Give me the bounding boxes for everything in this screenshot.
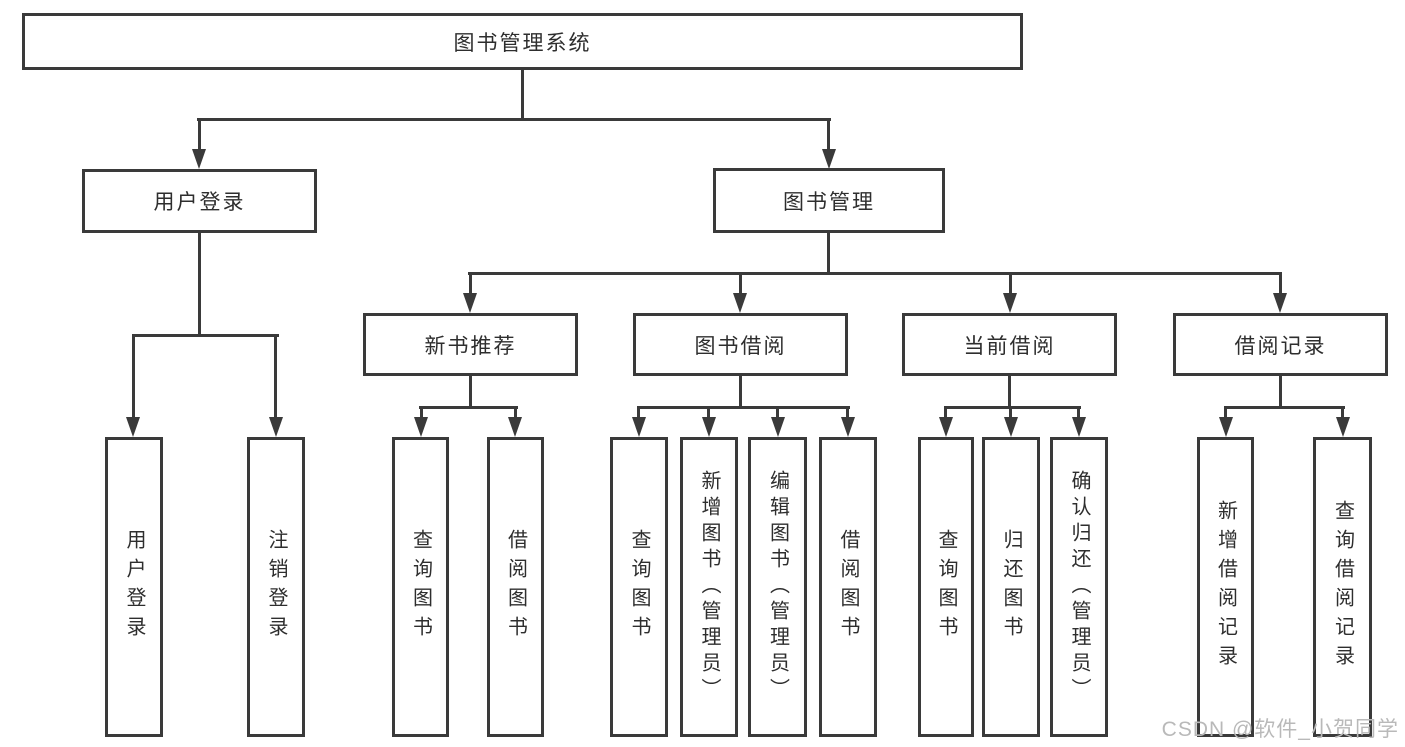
node-new-book-recommend-label: 新书推荐: [424, 334, 517, 358]
leaf-borrow-book-2-label: 借阅图书: [837, 529, 859, 645]
node-borrow-records-label: 借阅记录: [1234, 334, 1327, 358]
leaf-add-book-admin-label: 新增图书（管理员）: [698, 470, 720, 704]
arrowhead-borrow-book-2: [841, 417, 855, 437]
leaf-user-login-label: 用户登录: [123, 529, 145, 645]
connector-current-bar: [944, 406, 1081, 409]
arrowhead-query-book-1: [414, 417, 428, 437]
arrowhead-book-management: [822, 149, 836, 169]
node-borrow-records: 借阅记录: [1173, 313, 1388, 376]
leaf-borrow-book-2: 借阅图书: [819, 437, 877, 737]
arrowhead-borrow-records: [1273, 293, 1287, 313]
arrowhead-return-book: [1004, 417, 1018, 437]
leaf-confirm-return-admin: 确认归还（管理员）: [1050, 437, 1108, 737]
arrowhead-query-record: [1336, 417, 1350, 437]
connector-records-bar: [1224, 406, 1345, 409]
connector-borrow-drop-3: [776, 409, 779, 419]
leaf-borrow-book-1: 借阅图书: [487, 437, 544, 737]
leaf-query-book-3-label: 查询图书: [935, 529, 957, 645]
arrowhead-query-book-3: [939, 417, 953, 437]
leaf-add-book-admin: 新增图书（管理员）: [680, 437, 738, 737]
connector-mgmt-stem: [827, 233, 830, 274]
csdn-watermark: CSDN @软件_小贺同学: [1161, 718, 1399, 741]
connector-records-drop-1: [1224, 409, 1227, 419]
arrowhead-edit-book: [771, 417, 785, 437]
leaf-query-borrow-record: 查询借阅记录: [1313, 437, 1372, 737]
leaf-query-book-2-label: 查询图书: [628, 529, 650, 645]
connector-root-stem: [521, 70, 524, 120]
connector-records-stem: [1279, 376, 1282, 408]
connector-current-stem: [1008, 376, 1011, 408]
connector-borrow-bar: [637, 406, 850, 409]
connector-borrow-drop-2: [707, 409, 710, 419]
arrowhead-borrow-book-1: [508, 417, 522, 437]
leaf-add-borrow-record-label: 新增借阅记录: [1214, 500, 1237, 674]
connector-root-bar: [197, 118, 831, 121]
node-current-borrow: 当前借阅: [902, 313, 1117, 376]
connector-user-bar: [132, 334, 279, 337]
node-user-login-label: 用户登录: [153, 191, 246, 214]
node-book-borrow: 图书借阅: [633, 313, 848, 376]
node-new-book-recommend: 新书推荐: [363, 313, 578, 376]
connector-root-drop-left: [198, 120, 201, 150]
node-book-management: 图书管理: [713, 168, 945, 233]
connector-mgmt-bar: [468, 272, 1282, 275]
arrowhead-user-login: [192, 149, 206, 169]
arrowhead-add-book: [702, 417, 716, 437]
connector-mgmt-drop-2: [739, 275, 742, 295]
connector-user-drop-1: [132, 337, 135, 418]
arrowhead-new-book: [463, 293, 477, 313]
connector-mgmt-drop-3: [1009, 275, 1012, 295]
connector-current-drop-3: [1077, 409, 1080, 419]
connector-mgmt-drop-1: [469, 275, 472, 295]
leaf-borrow-book-1-label: 借阅图书: [504, 529, 527, 645]
connector-newbook-drop-2: [514, 409, 517, 419]
connector-mgmt-drop-4: [1279, 275, 1282, 295]
leaf-add-borrow-record: 新增借阅记录: [1197, 437, 1254, 737]
connector-user-drop-2: [274, 337, 277, 418]
connector-borrow-stem: [739, 376, 742, 408]
leaf-query-book-1-label: 查询图书: [409, 529, 432, 645]
arrowhead-leaf-logout: [269, 417, 283, 437]
arrowhead-book-borrow: [733, 293, 747, 313]
connector-root-drop-right: [827, 120, 830, 150]
leaf-query-book-3: 查询图书: [918, 437, 974, 737]
leaf-return-book-label: 归还图书: [1000, 529, 1022, 645]
connector-current-drop-1: [944, 409, 947, 419]
node-root: 图书管理系统: [22, 13, 1023, 70]
leaf-user-login: 用户登录: [105, 437, 163, 737]
node-root-label: 图书管理系统: [453, 31, 592, 55]
leaf-logout: 注销登录: [247, 437, 305, 737]
node-book-borrow-label: 图书借阅: [694, 334, 787, 358]
connector-records-drop-2: [1341, 409, 1344, 419]
leaf-edit-book-admin: 编辑图书（管理员）: [748, 437, 807, 737]
connector-current-drop-2: [1009, 409, 1012, 419]
connector-newbook-stem: [469, 376, 472, 408]
leaf-return-book: 归还图书: [982, 437, 1040, 737]
leaf-confirm-return-admin-label: 确认归还（管理员）: [1068, 470, 1090, 704]
leaf-logout-label: 注销登录: [265, 529, 287, 645]
leaf-query-borrow-record-label: 查询借阅记录: [1331, 500, 1354, 674]
connector-borrow-drop-1: [637, 409, 640, 419]
leaf-query-book-1: 查询图书: [392, 437, 449, 737]
connector-borrow-drop-4: [846, 409, 849, 419]
node-book-management-label: 图书管理: [783, 190, 875, 214]
node-current-borrow-label: 当前借阅: [963, 334, 1056, 358]
node-user-login: 用户登录: [82, 169, 317, 233]
leaf-query-book-2: 查询图书: [610, 437, 668, 737]
connector-newbook-bar: [419, 406, 518, 409]
leaf-edit-book-admin-label: 编辑图书（管理员）: [766, 470, 789, 704]
arrowhead-query-book-2: [632, 417, 646, 437]
arrowhead-leaf-user-login: [126, 417, 140, 437]
arrowhead-add-record: [1219, 417, 1233, 437]
arrowhead-confirm-return: [1072, 417, 1086, 437]
connector-user-stem: [198, 233, 201, 337]
arrowhead-current-borrow: [1003, 293, 1017, 313]
connector-newbook-drop-1: [420, 409, 423, 419]
